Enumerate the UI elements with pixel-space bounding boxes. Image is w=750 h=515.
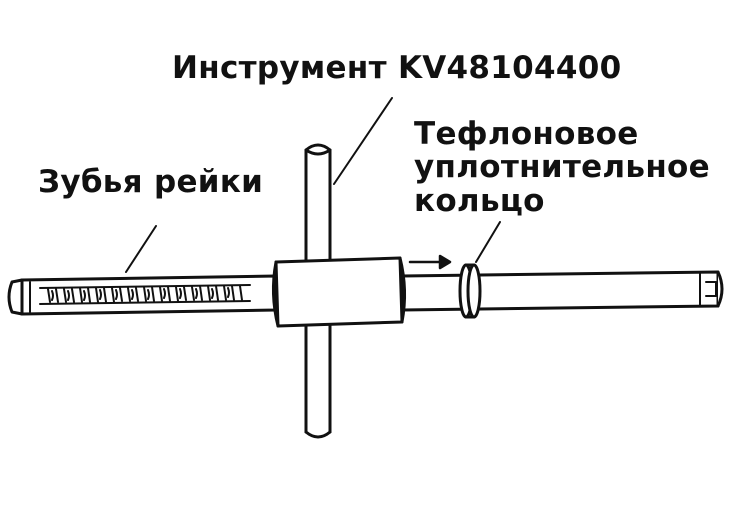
seal-ring-label-line2: уплотнительное [414, 149, 710, 186]
leader-line-tool [333, 97, 393, 185]
seal-ring-label-line1: Тефлоновое [414, 116, 639, 152]
seal-ring-label-line3: кольцо [414, 182, 545, 219]
leader-line-rack-teeth [125, 225, 157, 273]
seal-ring-label: Тефлоновое уплотнительное кольцо [414, 116, 710, 219]
tool-handle-top [304, 143, 332, 270]
direction-arrow-icon [408, 254, 452, 270]
rack-shaft-right [400, 270, 724, 312]
tool-body [271, 256, 407, 328]
tool-handle-bottom [304, 322, 332, 439]
rack-teeth [39, 284, 251, 305]
rack-teeth-label: Зубья рейки [38, 164, 264, 200]
tool-label: Инструмент KV48104400 [172, 50, 622, 86]
leader-line-seal-ring [475, 221, 501, 263]
teflon-seal-ring [458, 263, 482, 319]
